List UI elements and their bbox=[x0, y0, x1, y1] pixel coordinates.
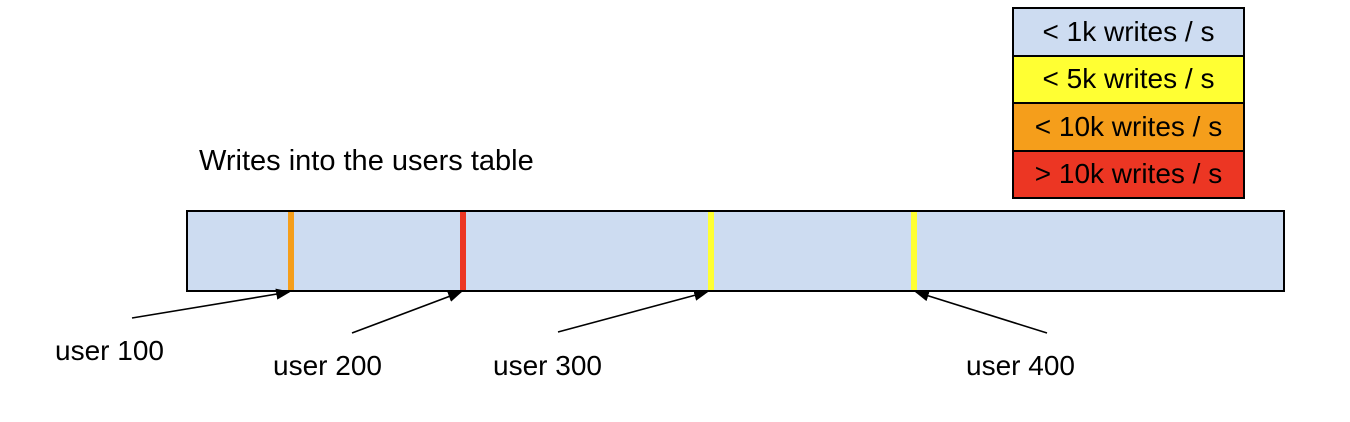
users-table-bar bbox=[186, 210, 1285, 292]
callout-user-200: user 200 bbox=[273, 350, 382, 381]
hotspot-stripe-user-200 bbox=[460, 212, 466, 290]
hotspot-stripe-user-100 bbox=[288, 212, 294, 290]
callout-user-300: user 300 bbox=[493, 350, 602, 381]
legend-row-lt-1k: < 1k writes / s bbox=[1014, 9, 1243, 57]
diagram-title: Writes into the users table bbox=[199, 145, 534, 177]
legend: < 1k writes / s < 5k writes / s < 10k wr… bbox=[1012, 7, 1245, 199]
arrow-user-300 bbox=[557, 289, 709, 333]
hotspot-stripe-user-400 bbox=[911, 212, 917, 290]
legend-label-lt-1k: < 1k writes / s bbox=[1042, 15, 1215, 47]
legend-row-gt-10k: > 10k writes / s bbox=[1014, 151, 1243, 197]
arrow-user-100 bbox=[131, 288, 291, 319]
callout-user-100: user 100 bbox=[55, 335, 164, 366]
legend-row-lt-10k: < 10k writes / s bbox=[1014, 104, 1243, 152]
legend-row-lt-5k: < 5k writes / s bbox=[1014, 56, 1243, 104]
legend-label-lt-5k: < 5k writes / s bbox=[1042, 63, 1215, 95]
legend-label-lt-10k: < 10k writes / s bbox=[1034, 110, 1223, 142]
arrow-user-200 bbox=[351, 291, 463, 334]
legend-label-gt-10k: > 10k writes / s bbox=[1034, 158, 1223, 190]
callout-user-400: user 400 bbox=[966, 350, 1075, 381]
hotspot-stripe-user-300 bbox=[708, 212, 714, 290]
arrow-user-400 bbox=[914, 290, 1048, 334]
